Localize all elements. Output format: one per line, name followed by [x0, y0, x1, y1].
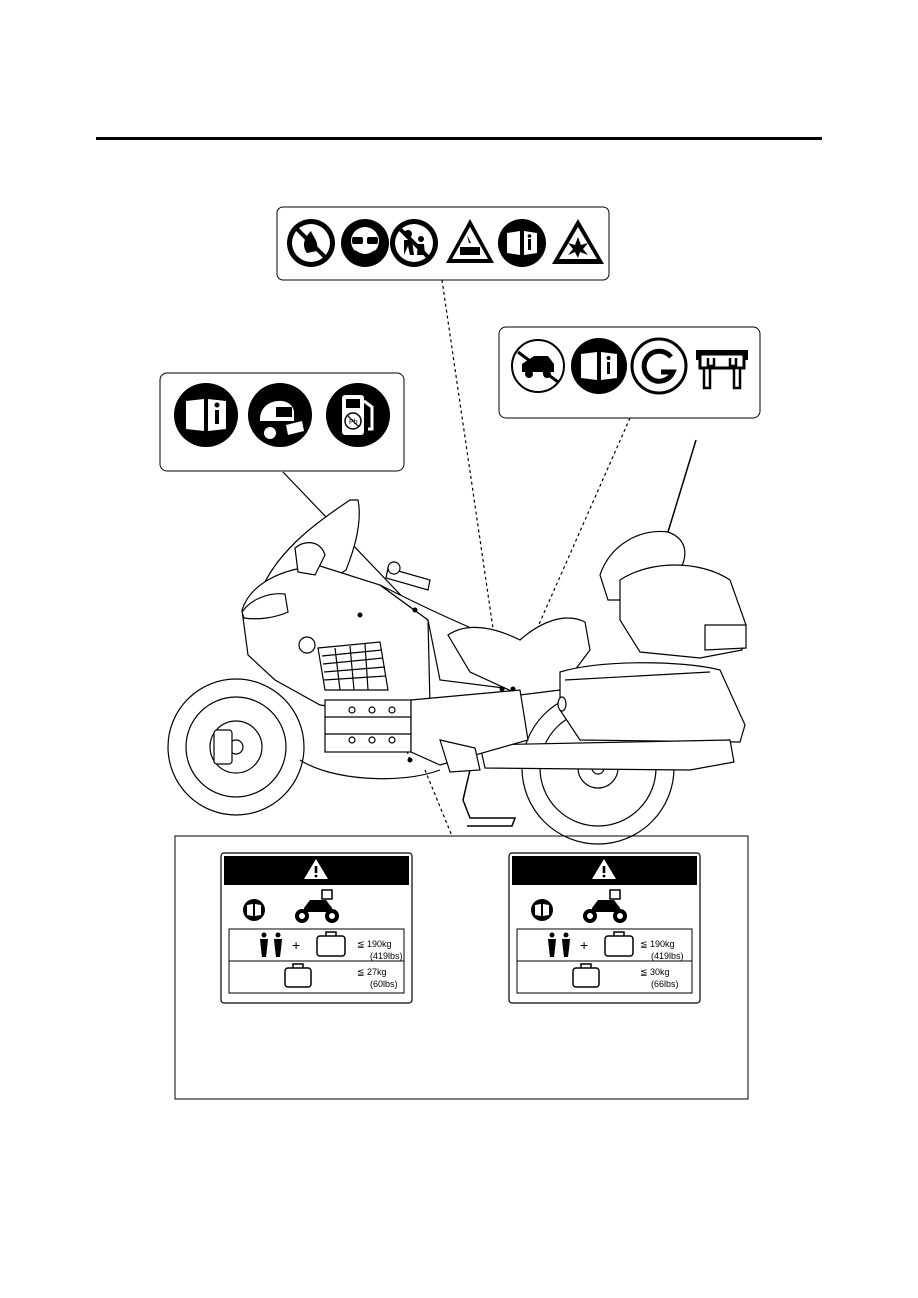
eye-protection-icon [341, 219, 389, 267]
left-icon-panel: Pb [159, 372, 405, 472]
fuse-icon [696, 350, 748, 390]
label-left-weight-cargo-lbs: (60lbs) [370, 979, 398, 989]
keep-children-away-icon [390, 219, 438, 267]
corrosive-warning-icon [446, 219, 494, 263]
label-left-weight-pair: 190kg [367, 939, 392, 949]
read-manual-icon [571, 338, 627, 394]
unleaded-fuel-icon: Pb [326, 383, 390, 447]
two-riders-icon [260, 932, 282, 957]
plus-sign: + [292, 937, 300, 953]
loaded-motorcycle-icon [295, 889, 339, 923]
read-manual-icon [174, 383, 238, 447]
header-rule [96, 137, 822, 140]
motorcycle-illustration [167, 439, 747, 845]
label-right-weight-pair-lbs: (419lbs) [651, 951, 684, 961]
label-right-weight-cargo: 30kg [650, 967, 670, 977]
read-manual-icon [531, 899, 553, 921]
warning-triangle-icon [592, 859, 616, 879]
cargo-icon [572, 963, 600, 988]
front-wheel [167, 678, 305, 816]
cargo-icon [284, 963, 312, 988]
no-towing-icon [511, 339, 565, 393]
svg-text:≦: ≦ [640, 967, 648, 977]
label-left-weight-pair-lbs: (419lbs) [370, 951, 403, 961]
svg-text:Pb: Pb [349, 419, 358, 426]
read-manual-icon [243, 899, 265, 921]
plus-sign: + [580, 937, 588, 953]
label-right-weight-cargo-lbs: (66lbs) [651, 979, 679, 989]
saddlebag [559, 662, 746, 743]
engine [299, 689, 529, 780]
cargo-icon [604, 931, 634, 957]
side-stand [462, 769, 517, 827]
svg-text:≦: ≦ [357, 939, 365, 949]
top-icon-panel [276, 206, 610, 281]
two-riders-icon [548, 932, 570, 957]
svg-text:≦: ≦ [640, 939, 648, 949]
cargo-icon [316, 931, 346, 957]
muffler [479, 739, 735, 771]
no-fire-icon [287, 219, 335, 267]
helmet-and-gear-icon [248, 383, 312, 447]
warning-triangle-icon [304, 859, 328, 879]
load-label-right: + ≦ 190kg (419lbs) ≦ 30kg (66lbs) [508, 852, 701, 1004]
label-left-weight-cargo: 27kg [367, 967, 387, 977]
g-mark-icon [630, 337, 688, 395]
load-label-left: + ≦ 190kg (419lbs) ≦ 27kg (60lbs) [220, 852, 413, 1004]
explosion-warning-icon [552, 219, 604, 264]
rider-seat [447, 617, 591, 696]
load-label-frame [174, 835, 749, 1100]
right-icon-panel [498, 326, 761, 419]
loaded-motorcycle-icon [583, 889, 627, 923]
svg-text:≦: ≦ [357, 967, 365, 977]
read-manual-icon [498, 219, 546, 267]
label-right-weight-pair: 190kg [650, 939, 675, 949]
side-grille [317, 641, 389, 691]
